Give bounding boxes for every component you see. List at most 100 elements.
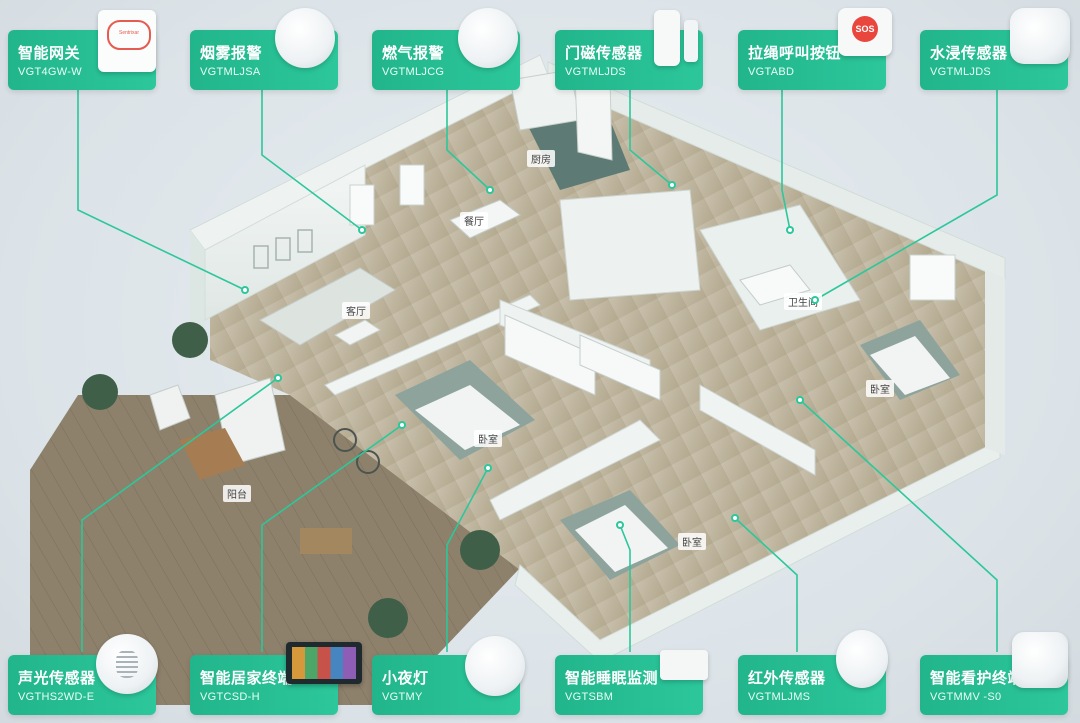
terminal-screen — [292, 647, 356, 679]
line-sleep — [619, 524, 631, 652]
device-location-dot — [486, 186, 494, 194]
device-location-dot — [241, 286, 249, 294]
device-model: VGTCSD-H — [200, 691, 260, 703]
line-gateway — [77, 90, 246, 291]
sofa — [258, 267, 396, 346]
device-title: 烟雾报警 — [200, 44, 263, 62]
line-sound — [81, 377, 279, 652]
line-care — [799, 399, 998, 652]
device-title: 智能看护终端 — [930, 669, 1024, 687]
wall-bedroom4 — [699, 384, 816, 476]
window — [349, 184, 375, 226]
terminal-device-image — [286, 642, 362, 684]
device-location-dot — [274, 374, 282, 382]
sleep-monitor-image — [660, 650, 708, 680]
device-location-dot — [358, 226, 366, 234]
balcony-table — [180, 428, 245, 480]
plant — [460, 530, 500, 570]
device-model: VGTSBM — [565, 691, 614, 703]
device-title: 拉绳呼叫按钮 — [748, 44, 842, 62]
device-title: 声光传感器 — [18, 669, 96, 687]
line-water — [814, 90, 998, 301]
wall-frame — [275, 237, 291, 261]
door-sensor-image — [654, 10, 680, 66]
bed-sheet — [870, 336, 950, 395]
line-smoke — [261, 90, 363, 231]
device-location-dot — [796, 396, 804, 404]
outer-wall-right-face — [985, 270, 1005, 455]
device-title: 小夜灯 — [382, 669, 429, 687]
infrared-sensor-image — [836, 630, 888, 688]
device-location-dot — [668, 181, 676, 189]
wall-center — [559, 189, 701, 301]
balcony-chair — [149, 384, 191, 431]
wall-frame — [253, 245, 269, 269]
device-location-dot — [731, 514, 739, 522]
device-model: VGTMLJSA — [200, 66, 261, 78]
sound-light-sensor-image — [96, 634, 158, 694]
pull-button-image: SOS — [838, 8, 892, 56]
bed-sheet — [575, 505, 668, 572]
gas-detector-image — [458, 8, 518, 68]
line-nightlight — [446, 467, 489, 652]
device-location-dot — [616, 521, 624, 529]
smoke-detector-image — [275, 8, 335, 68]
wardrobe — [579, 334, 661, 401]
window — [909, 254, 956, 301]
device-model: VGTMY — [382, 691, 423, 703]
water-sensor-image — [1010, 8, 1070, 64]
wall-frame — [297, 229, 313, 253]
device-model: VGTMLJDS — [565, 66, 627, 78]
device-location-dot — [398, 421, 406, 429]
device-title: 燃气报警 — [382, 44, 445, 62]
door-sensor-magnet-image — [684, 20, 698, 62]
bicycle-wheel — [356, 450, 380, 474]
line-terminal — [261, 424, 403, 652]
outer-wall-bottom — [514, 439, 1001, 663]
device-model: VGTMLJMS — [748, 691, 811, 703]
connector-lines — [77, 90, 998, 652]
device-location-dot — [811, 296, 819, 304]
device-model: VGTMMV -S0 — [930, 691, 1002, 703]
speaker-grille — [116, 650, 138, 678]
device-title: 智能网关 — [18, 44, 81, 62]
living-back-wall — [204, 164, 366, 321]
device-model: VGTMLJDS — [930, 66, 992, 78]
device-location-dot — [786, 226, 794, 234]
line-door — [629, 90, 673, 186]
device-title: 智能居家终端 — [200, 669, 294, 687]
wall-bedroom1 — [324, 294, 541, 396]
line-pull — [781, 90, 791, 231]
room-label-dining: 餐厅 — [460, 212, 488, 229]
line-gas — [446, 90, 491, 191]
plant — [172, 322, 208, 358]
room-label-bedroom: 卧室 — [678, 533, 706, 550]
device-title: 门磁传感器 — [565, 44, 643, 62]
room-label-living: 客厅 — [342, 302, 370, 319]
device-title: 智能睡眠监测 — [565, 669, 659, 687]
wall-bedroom3 — [489, 419, 661, 521]
device-model: VGTHS2WD-E — [18, 691, 95, 703]
night-light-image — [465, 636, 525, 696]
room-label-bedroom: 卧室 — [866, 380, 894, 397]
device-model: VGTABD — [748, 66, 795, 78]
room-label-kitchen: 厨房 — [527, 150, 555, 167]
device-model: VGTMLJCG — [382, 66, 445, 78]
care-terminal-image — [1012, 632, 1068, 688]
window — [399, 164, 425, 206]
room-label-balcony: 阳台 — [223, 485, 251, 502]
line-infrared — [734, 517, 798, 652]
coffee-table — [334, 319, 381, 346]
plant — [82, 374, 118, 410]
device-title: 水浸传感器 — [930, 44, 1008, 62]
device-model: VGT4GW-W — [18, 66, 82, 78]
plant — [368, 598, 408, 638]
sos-button: SOS — [852, 16, 878, 42]
device-card-door: 门磁传感器 VGTMLJDS — [555, 30, 703, 90]
flower-box — [300, 528, 352, 554]
gateway-screen: Sentrixar — [107, 20, 151, 50]
room-label-bedroom: 卧室 — [474, 430, 502, 447]
bicycle-wheel — [333, 428, 357, 452]
